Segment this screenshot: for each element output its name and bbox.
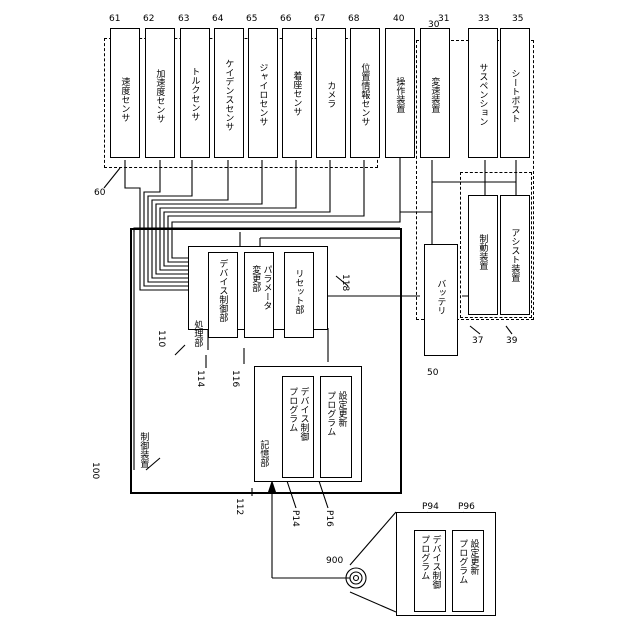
- battery-ref: 50: [427, 368, 438, 378]
- gyro-sensor: ジャイロセンサ: [248, 28, 278, 158]
- suspension-ref: 33: [478, 14, 489, 24]
- storage-label: 記憶部: [258, 440, 268, 467]
- storage-prog1-ref: P14: [290, 510, 300, 527]
- device-control-label: デバイス制御部: [217, 259, 227, 322]
- cadence-sensor: ケイデンスセンサ: [214, 28, 244, 158]
- accel-sensor: 加速度センサ: [145, 28, 175, 158]
- seatpost-label: シートポスト: [509, 69, 519, 123]
- storage-program-settings-update: 設定更新 プログラム: [320, 376, 352, 478]
- storage-prog2-label: 設定更新 プログラム: [324, 391, 347, 436]
- brake-ref: 37: [472, 336, 483, 346]
- brake-label: 制動装置: [477, 234, 487, 270]
- speed-sensor: 速度センサ: [110, 28, 140, 158]
- processor-ref: 110: [156, 330, 166, 347]
- seatpost-device: シートポスト: [500, 28, 530, 158]
- reset-unit: リセット部: [284, 252, 314, 338]
- medium-ref: 900: [326, 556, 343, 566]
- camera-ref: 67: [314, 14, 325, 24]
- operation-device: 操作装置: [385, 28, 415, 158]
- operation-device-label: 操作装置: [394, 77, 404, 113]
- torque-sensor: トルクセンサ: [180, 28, 210, 158]
- assist-ref: 39: [506, 336, 517, 346]
- controller-label: 制御装置: [138, 432, 148, 468]
- suspension-device: サスペンション: [468, 28, 498, 158]
- camera-label: カメラ: [325, 81, 335, 108]
- position-sensor: 位置情報センサ: [350, 28, 380, 158]
- medium-program-device-control: デバイス制御 プログラム: [414, 530, 446, 612]
- assist-device: アシスト装置: [500, 195, 530, 315]
- transmission-device: 変速装置: [420, 28, 450, 158]
- cadence-sensor-label: ケイデンスセンサ: [223, 59, 233, 131]
- device-control-unit: デバイス制御部: [208, 252, 238, 338]
- parameter-change-unit: パラメータ 変更部: [244, 252, 274, 338]
- device-control-ref: 114: [195, 370, 205, 387]
- controller-ref: 100: [90, 462, 100, 479]
- operation-device-ref: 40: [393, 14, 404, 24]
- transmission-ref: 31: [438, 14, 449, 24]
- camera: カメラ: [316, 28, 346, 158]
- battery: バッテリ: [424, 244, 458, 356]
- seat-sensor-ref: 66: [280, 14, 291, 24]
- medium-prog2-ref: P96: [458, 502, 475, 512]
- battery-label: バッテリ: [435, 279, 445, 315]
- reset-ref: 118: [340, 274, 350, 291]
- parameter-change-label: パラメータ 変更部: [249, 265, 272, 310]
- storage-ref: 112: [234, 498, 244, 515]
- brake-device: 制動装置: [468, 195, 498, 315]
- accel-sensor-ref: 62: [143, 14, 154, 24]
- suspension-label: サスペンション: [477, 63, 487, 126]
- medium-program-settings-update: 設定更新 プログラム: [452, 530, 484, 612]
- transmission-label: 変速装置: [429, 77, 439, 113]
- reset-label: リセット部: [293, 269, 303, 314]
- assist-label: アシスト装置: [509, 228, 519, 282]
- seatpost-ref: 35: [512, 14, 523, 24]
- storage-prog2-ref: P16: [324, 510, 334, 527]
- torque-sensor-ref: 63: [178, 14, 189, 24]
- processor-label: 処理部: [192, 320, 202, 347]
- gyro-sensor-label: ジャイロセンサ: [257, 63, 267, 126]
- storage-program-device-control: デバイス制御 プログラム: [282, 376, 314, 478]
- position-sensor-ref: 68: [348, 14, 359, 24]
- cadence-sensor-ref: 64: [212, 14, 223, 24]
- accel-sensor-label: 加速度センサ: [154, 69, 164, 123]
- storage-prog1-label: デバイス制御 プログラム: [286, 387, 309, 441]
- speed-sensor-label: 速度センサ: [119, 77, 129, 122]
- medium-prog2-label: 設定更新 プログラム: [456, 539, 479, 584]
- seat-sensor-label: 着座センサ: [291, 71, 301, 116]
- position-sensor-label: 位置情報センサ: [359, 63, 369, 126]
- medium-prog1-label: デバイス制御 プログラム: [418, 535, 441, 589]
- speed-sensor-ref: 61: [109, 14, 120, 24]
- gyro-sensor-ref: 65: [246, 14, 257, 24]
- torque-sensor-label: トルクセンサ: [189, 67, 199, 121]
- parameter-change-ref: 116: [230, 370, 240, 387]
- medium-prog1-ref: P94: [422, 502, 439, 512]
- seat-sensor: 着座センサ: [282, 28, 312, 158]
- sensor-group-ref: 60: [94, 188, 105, 198]
